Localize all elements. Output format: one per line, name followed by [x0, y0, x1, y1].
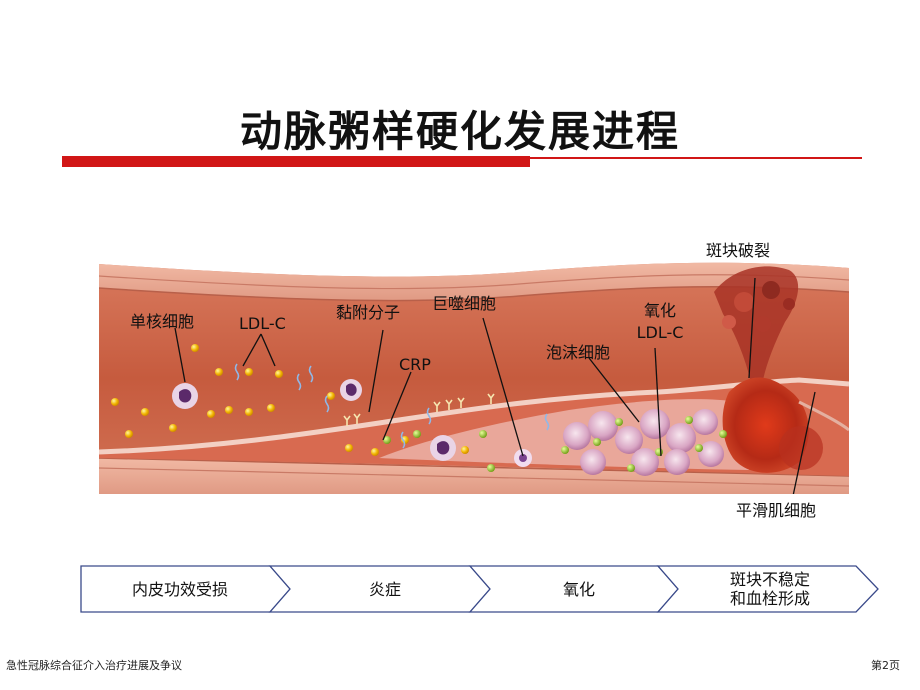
page-number: 第2页	[871, 659, 900, 672]
footer-title: 急性冠脉综合征介入治疗进展及争议	[6, 659, 182, 672]
flow-step-1: 内皮功效受损	[131, 579, 228, 599]
flow-step-2: 炎症	[368, 579, 401, 599]
label-macrophage: 巨噬细胞	[432, 294, 497, 313]
label-monocyte: 单核细胞	[130, 312, 195, 331]
artery-diagram	[99, 262, 849, 494]
label-smooth-muscle: 平滑肌细胞	[736, 501, 817, 520]
label-oxidized-1: 氧化	[643, 301, 676, 320]
label-adhesion: 黏附分子	[336, 303, 401, 322]
title-underline-thick	[62, 156, 530, 167]
flow-step-4-line-2: 和血栓形成	[729, 589, 810, 608]
label-ldl: LDL-C	[239, 314, 286, 333]
process-flow	[80, 565, 879, 613]
title-underline-thin	[530, 157, 862, 159]
label-foam: 泡沫细胞	[546, 343, 611, 362]
page-title: 动脉粥样硬化发展进程	[239, 107, 680, 156]
flow-step-3: 氧化	[562, 579, 595, 599]
flow-step-4-line-1: 斑块不稳定	[729, 570, 810, 589]
label-oxidized-2: LDL-C	[636, 323, 684, 342]
flow-step-4: 斑块不稳定 和血栓形成	[680, 565, 860, 613]
label-rupture: 斑块破裂	[706, 241, 771, 260]
label-crp: CRP	[399, 355, 431, 374]
